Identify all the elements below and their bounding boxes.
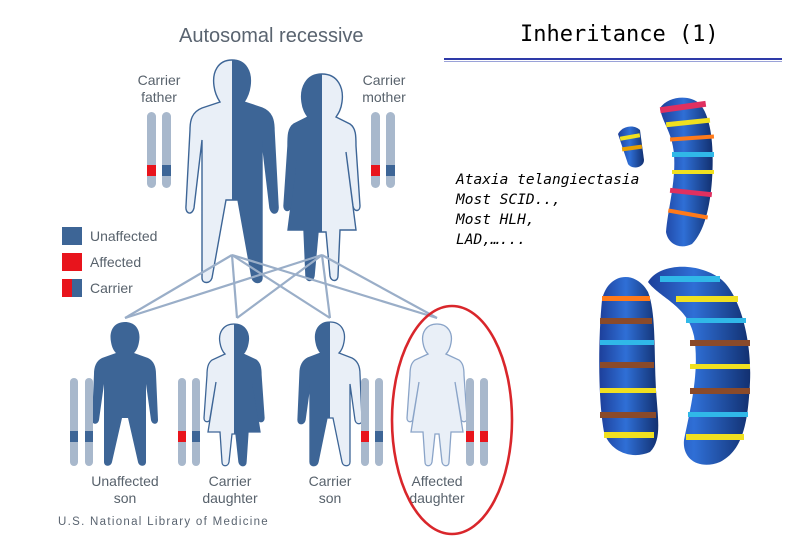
disease-item: LAD,…... [456,232,526,248]
affected-daughter-chromosomes [466,378,488,466]
disease-list: Ataxia telangiectasia Most SCID.., Most … [456,170,640,250]
affected-daughter-highlight-circle [390,304,514,536]
affected-daughter-figure [406,323,468,467]
mother-label-line2: mother [362,89,406,105]
carrier-mother-figure [283,73,361,282]
disease-item: Most HLH, [456,212,535,228]
carrier-daughter-figure [203,323,265,467]
inheritance-lines [124,253,438,320]
title-underline-thin [444,61,782,62]
mother-chromosome-pair [371,112,395,188]
carrier-father-figure [185,59,279,284]
legend-swatch-carrier-red [62,279,72,297]
child-label-affected-daughter-1: Affected [411,473,462,489]
carrier-son-chromosomes [361,378,383,466]
legend-label-affected: Affected [90,254,141,270]
normal-allele-band [386,165,395,176]
disease-item: Most SCID.., [456,192,561,208]
legend-swatch-unaffected [62,227,82,245]
legend: Unaffected Affected Carrier [62,227,157,297]
disease-item: Ataxia telangiectasia [456,172,640,188]
carrier-daughter-chromosomes [178,378,200,466]
slide-title: Inheritance (1) [520,22,719,47]
legend-label-unaffected: Unaffected [90,228,157,244]
child-label-unaffected-son-2: son [114,490,137,506]
legend-swatch-affected [62,253,82,271]
mother-label-line1: Carrier [363,72,406,88]
mutant-allele-band [371,165,380,176]
father-label-line1: Carrier [138,72,181,88]
unaffected-son-chromosomes [70,378,93,466]
child-label-affected-daughter-2: daughter [409,490,465,506]
father-chromosome-pair [147,112,171,188]
mutant-allele-band [147,165,156,176]
source-credit: U.S. National Library of Medicine [58,516,269,528]
legend-swatch-carrier-blue [72,279,82,297]
title-underline [444,58,782,60]
child-label-carrier-daughter-2: daughter [202,490,258,506]
child-label-carrier-son-1: Carrier [309,473,352,489]
father-label-line2: father [141,89,177,105]
chromosome-illustration-icon [599,97,751,465]
legend-label-carrier: Carrier [90,280,133,296]
child-label-carrier-son-2: son [319,490,342,506]
unaffected-son-figure [92,322,158,466]
child-label-unaffected-son-1: Unaffected [91,473,158,489]
diagram-title: Autosomal recessive [179,25,364,47]
carrier-son-figure [297,321,363,467]
normal-allele-band [162,165,171,176]
child-label-carrier-daughter-1: Carrier [209,473,252,489]
